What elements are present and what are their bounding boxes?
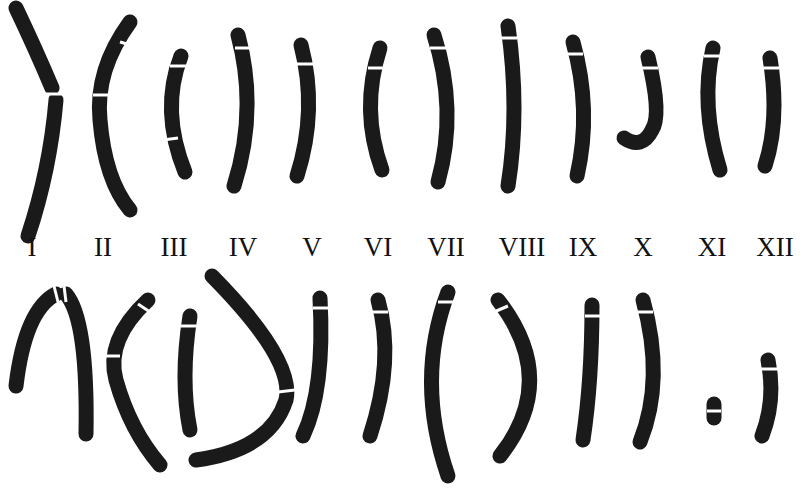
chromosome	[196, 276, 287, 460]
centromere	[761, 368, 777, 371]
centromere	[637, 311, 653, 314]
chromosome-number: XI	[698, 234, 727, 261]
chromosome-number: VI	[364, 234, 393, 261]
centromere	[763, 67, 779, 70]
centromere	[642, 67, 658, 70]
chromosome	[114, 300, 160, 465]
chromosome	[99, 22, 130, 210]
chromosomes-bottom-row	[16, 276, 771, 476]
chromosome	[16, 8, 52, 88]
centromere	[46, 93, 62, 96]
centromere	[163, 138, 178, 140]
chromosome-number: VII	[427, 234, 464, 261]
chromosome	[762, 360, 771, 436]
chromosome	[370, 48, 382, 170]
chromosome	[707, 404, 722, 418]
chromosome	[765, 58, 774, 166]
chromosome	[498, 300, 530, 456]
centromere	[313, 307, 329, 310]
centromere	[54, 286, 58, 302]
chromosome-number: VIII	[499, 234, 545, 261]
centromere	[430, 47, 446, 50]
centromere	[104, 355, 120, 358]
chromosome	[573, 42, 584, 176]
centromeres-top-row	[46, 38, 779, 140]
centromere	[494, 306, 508, 312]
chromosome-number: II	[94, 234, 112, 261]
chromosome	[303, 298, 321, 436]
chromosome-number: I	[28, 234, 37, 261]
chromosome	[66, 294, 86, 434]
centromere	[93, 94, 108, 97]
centromere	[64, 286, 66, 302]
centromere	[368, 67, 384, 70]
chromosome-number: V	[302, 234, 322, 261]
chromosome	[624, 57, 656, 143]
chromosome	[234, 35, 247, 186]
centromere	[501, 37, 517, 40]
centromere	[235, 47, 251, 50]
centromere	[372, 311, 388, 314]
centromere	[297, 63, 313, 66]
chromosome	[370, 300, 385, 436]
chromosome	[171, 56, 185, 172]
centromere	[181, 325, 197, 328]
chromosome-number: XII	[756, 234, 793, 261]
centromeres-bottom-row	[54, 286, 777, 411]
centromere	[438, 301, 454, 304]
centromere	[704, 55, 720, 58]
chromosome	[640, 300, 653, 442]
chromosome	[583, 305, 592, 440]
chromosome	[28, 100, 56, 236]
chromosome	[708, 48, 720, 170]
centromere	[585, 315, 601, 318]
chromosome-number: IV	[229, 234, 258, 261]
chromosome	[508, 26, 514, 186]
chromosome	[185, 316, 190, 430]
centromere	[278, 390, 295, 392]
chromosome-number: IX	[569, 234, 598, 261]
centromere	[138, 304, 150, 312]
chromosome	[16, 294, 56, 386]
chromosome	[434, 35, 447, 182]
centromere	[170, 65, 186, 68]
centromere	[707, 410, 721, 413]
chromosomes-top-row	[16, 8, 774, 236]
chromosome-number: X	[633, 234, 653, 261]
centromere	[120, 42, 134, 46]
chromosome-number: III	[161, 234, 188, 261]
chromosome	[432, 292, 449, 476]
centromere	[567, 53, 583, 56]
